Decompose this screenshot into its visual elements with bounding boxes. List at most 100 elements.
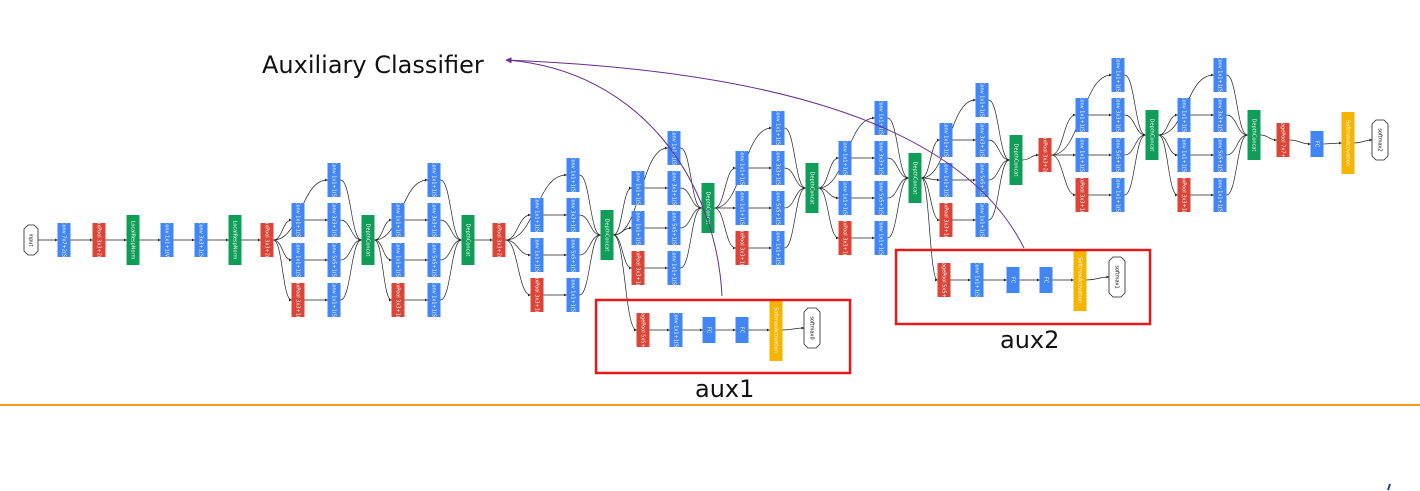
edge [714,166,736,209]
node-label: Conv 1x1+1(S) [570,276,576,314]
node-conv2: Conv 1x1+1(V) [160,221,174,259]
node-i3a_c3: Conv 3x3+1(S) [327,201,341,239]
node-label: Conv 1x1+1(S) [979,81,985,119]
edge [680,206,702,229]
node-label: MaxPool 3x3+1(S) [943,197,949,243]
node-label: MaxPool 3x3+1(S) [1079,172,1085,218]
node-i4d_b1: Conv 1x1+1(S) [874,99,888,137]
node-i4b_pp: Conv 1x1+1(S) [667,249,681,287]
node-a2_fc1: FC [1006,267,1020,293]
node-label: Conv 1x1+1(S) [1079,136,1085,174]
node-label: FC [1010,277,1016,284]
node-label: Conv 1x1+1(S) [1181,136,1187,174]
node-label: DepthConcat [604,219,610,252]
node-i4e_c5: Conv 5x5+1(S) [975,161,989,199]
node-i5a_c5: Conv 5x5+1(S) [1111,136,1125,174]
node-label: MaxPool 3x3+1(S) [395,277,401,323]
node-i4a_c3: Conv 3x3+1(S) [566,196,580,234]
node-i5b_c5: Conv 5x5+1(S) [1213,136,1227,174]
node-i3b_b1: Conv 1x1+1(S) [427,161,441,199]
node-i4d_c5: Conv 5x5+1(S) [874,179,888,217]
node-pool3: MaxPool 3x3+2(S) [492,217,506,263]
node-label: MaxPool 3x3+2(S) [496,217,502,263]
node-label: Conv 1x1+1(S) [395,241,401,279]
edge [1226,114,1248,137]
node-i4d_cat: DepthConcat [908,153,922,203]
auxiliary-classifier-title: Auxiliary Classifier [262,51,484,79]
node-label: Conv 1x1+1(S) [635,209,641,247]
node-label: AveragePool 5x5+3(V) [640,302,646,359]
edge [340,219,362,242]
node-lrn2: LocalRespNorm [228,215,242,265]
edge [1124,133,1146,196]
node-a1_fc1: FC [702,317,716,343]
node-act_final: SoftmaxActivation [1341,112,1355,174]
edge [1086,275,1110,281]
slash-mark-icon [1387,483,1391,491]
node-label: Conv 3x3+1(S) [979,121,985,159]
edge [613,186,632,236]
node-label: Conv 5x5+1(S) [775,189,781,227]
edge [988,158,1010,181]
node-i3a_cat: DepthConcat [361,215,375,265]
node-label: MaxPool 3x3+1(S) [842,215,848,261]
node-i4d_r3: Conv 1x1+1(S) [838,139,852,177]
node-i5a_r3: Conv 1x1+1(S) [1075,96,1089,134]
edge [340,238,362,301]
node-label: Conv 1x1+1(S) [395,201,401,239]
node-label: Conv 1x1+1(S) [878,219,884,257]
edge [784,127,806,190]
edge [680,147,702,210]
edge [1124,133,1146,156]
node-label: softmax2 [1377,128,1383,151]
edge [1158,134,1178,157]
node-label: Conv 1x1+1(S) [534,236,540,274]
node-label: SoftmaxActivation [1345,120,1351,166]
edge [784,186,806,209]
node-i3b_c3: Conv 3x3+1(S) [427,201,441,239]
node-i4d_mp: MaxPool 3x3+1(S) [838,215,852,261]
node-label: Conv 1x1+1(S) [1217,56,1223,94]
edge [1158,113,1178,136]
edge [579,233,601,296]
node-i4a_mp: MaxPool 3x3+1(S) [530,272,544,318]
node-label: Conv 1x1+1(S) [943,161,949,199]
node-i5b_r3: Conv 1x1+1(S) [1177,96,1191,134]
node-conv1: Conv 7x7+2(S) [57,221,71,259]
node-label: Conv 1x1+1(S) [1115,56,1121,94]
node-label: MaxPool 3x3+1(S) [635,245,641,291]
edge [887,176,909,239]
edge [374,239,392,302]
node-i3a_b1: Conv 1x1+1(S) [327,161,341,199]
node-label: AveragePool 5x5+3(V) [941,252,947,309]
node-i3b_r5: Conv 1x1+1(S) [391,241,405,279]
edge [579,174,601,237]
edge [887,157,909,180]
node-i5a_mp: MaxPool 3x3+1(S) [1075,172,1089,218]
node-i4e_mp: MaxPool 3x3+1(S) [939,197,953,243]
node-a1_conv: Conv 1x1+1(S) [669,311,683,349]
node-label: Conv 1x1+1(S) [739,189,745,227]
edge [680,187,702,210]
node-i4e_b1: Conv 1x1+1(S) [975,81,989,119]
node-label: Conv 5x5+1(S) [671,209,677,247]
node-i4a_c5: Conv 5x5+1(S) [566,236,580,274]
node-i4c_r5: Conv 1x1+1(S) [735,189,749,227]
node-label: Conv 1x1+1(S) [673,311,679,349]
node-label: Conv 5x5+1(S) [570,236,576,274]
node-label: Conv 1x1+1(S) [671,249,677,287]
node-label: Conv 5x5+1(S) [878,179,884,217]
node-i4c_b1: Conv 1x1+1(S) [771,109,785,147]
node-label: MaxPool 3x3+1(S) [1181,172,1187,218]
edge [887,176,909,199]
edge [1226,74,1248,137]
node-label: SoftmaxActivation [773,307,779,353]
edge [921,177,938,282]
edge [613,226,632,236]
node-label: DepthConcat [1149,119,1155,152]
node-label: Conv 1x1+1(V) [164,221,170,259]
edge [921,177,940,222]
edge [440,238,462,261]
edge [818,187,839,200]
node-i3b_pp: Conv 1x1+1(S) [427,281,441,319]
